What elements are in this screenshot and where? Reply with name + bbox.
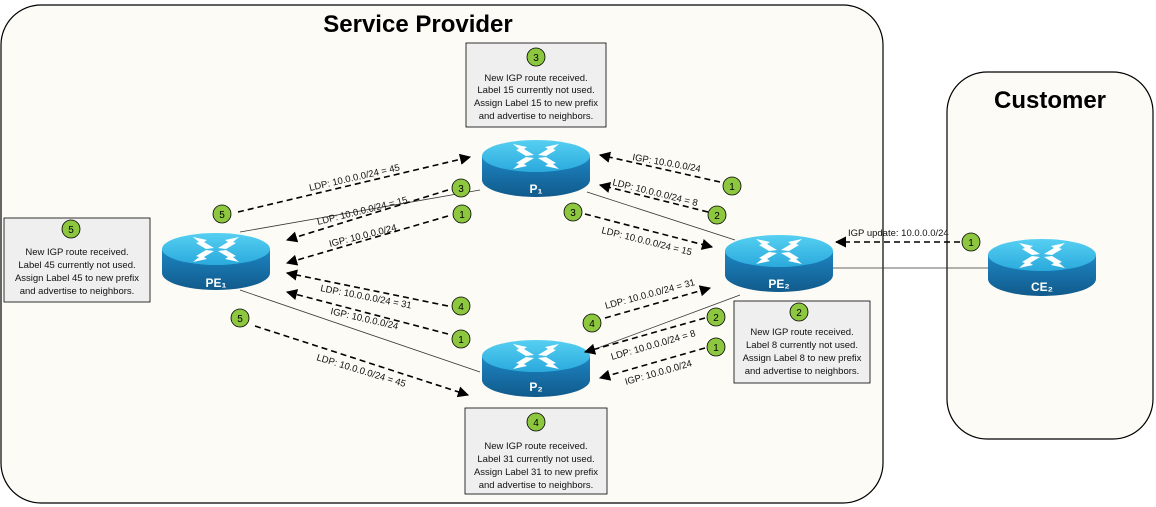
service-provider-region [0,4,884,504]
step-badge: 1 [452,204,472,224]
signaling-arrows [237,151,960,398]
svg-text:2: 2 [713,313,719,324]
router-ce2[interactable]: CE₂ [988,239,1096,296]
arrow-ldp-p1-pe1 [285,189,449,243]
step-badge: 1 [706,337,726,357]
customer-title: Customer [994,87,1106,114]
svg-text:4: 4 [458,302,464,313]
note-line: Label 45 currently not used. [18,260,135,271]
svg-text:1: 1 [713,343,719,354]
router-p1[interactable]: P₁ [482,140,590,197]
note-step-badge [526,47,546,67]
arrow-ldp-pe2-p1 [598,182,709,213]
arrow-label: IGP update: 10.0.0.0/24 [848,228,949,239]
svg-text:3: 3 [458,184,464,195]
note-line: Assign Label 15 to new prefix [474,98,598,109]
note-line: Assign Label 31 to new prefix [474,467,598,478]
step-badge: 2 [706,307,726,327]
step-badge: 1 [451,329,471,349]
router-label-pe2: PE₂ [768,277,789,291]
router-label-ce2: CE₂ [1031,280,1053,294]
link-pe1-p1 [239,189,481,233]
step-badge: 2 [707,205,727,225]
arrow-igp-pe2-p1 [598,151,721,183]
step-badge: 5 [230,308,250,328]
router-label-pe1: PE₁ [206,276,227,290]
note-line: New IGP route received. [25,247,128,258]
router-p2[interactable]: P₂ [482,340,590,397]
note-line: and advertise to neighbors. [479,111,594,122]
note-line: New IGP route received. [484,441,587,452]
note-step-badge [61,219,81,239]
note-pe1: 5 New IGP route received. Label 45 curre… [3,217,151,303]
arrow-igp-p2-pe1 [285,289,449,335]
note-line: Label 8 currently not used. [746,340,858,351]
svg-text:3: 3 [570,208,576,219]
note-step-badge [526,412,546,432]
arrow-igp-p1-pe1 [285,215,449,266]
note-line: Label 31 currently not used. [477,454,594,465]
note-step-number: 2 [796,308,802,319]
router-pe2[interactable]: PE₂ [725,235,833,292]
svg-text:5: 5 [237,314,243,325]
router-pe1[interactable]: PE₁ [162,233,270,290]
arrow-igp-pe2-p2 [598,347,706,381]
step-badge: 1 [961,232,981,252]
svg-text:5: 5 [219,210,225,221]
note-line: and advertise to neighbors. [479,480,594,491]
svg-text:2: 2 [714,211,720,222]
svg-text:1: 1 [458,335,464,346]
arrow-ldp-p1-pe2 [584,213,714,250]
router-label-p1: P₁ [530,182,543,196]
step-badge: 4 [451,296,471,316]
service-provider-title: Service Provider [323,11,512,38]
link-p2-pe2 [586,294,741,353]
note-line: Label 15 currently not used. [477,85,594,96]
physical-links [239,189,988,373]
router-label-p2: P₂ [529,380,542,394]
note-line: Assign Label 45 to new prefix [15,273,139,284]
arrow-ldp-p2-pe2 [604,285,712,319]
svg-text:1: 1 [729,182,735,193]
note-step-number: 4 [533,418,539,429]
arrow-ldp-pe2-p2 [583,317,706,355]
step-badge: 3 [563,202,583,222]
link-pe1-p2 [239,289,481,373]
note-line: and advertise to neighbors. [20,286,135,297]
svg-text:1: 1 [459,210,465,221]
note-step-badge [789,302,809,322]
step-badge: 4 [582,313,602,333]
note-step-number: 3 [533,53,539,64]
note-pe2: 2 New IGP route received. Label 8 curren… [733,300,871,384]
arrow-ldp-pe1-p2 [254,325,470,398]
note-line: Assign Label 8 to new prefix [743,353,862,364]
note-step-number: 5 [68,225,74,236]
note-line: and advertise to neighbors. [745,366,860,377]
note-line: New IGP route received. [484,73,587,84]
arrow-ldp-p2-pe1 [285,269,449,307]
arrow-step-badges: 1 1 2 1 2 3 3 1 4 4 1 5 5 [212,176,981,357]
note-p2: 4 New IGP route received. Label 31 curre… [464,407,608,495]
svg-text:1: 1 [968,238,974,249]
step-badge: 5 [212,204,232,224]
step-badge: 1 [722,176,742,196]
step-badge: 3 [451,178,471,198]
note-p1: 3 New IGP route received. Label 15 curre… [465,42,607,128]
svg-text:4: 4 [589,319,595,330]
note-line: New IGP route received. [750,327,853,338]
link-p1-pe2 [586,191,736,241]
